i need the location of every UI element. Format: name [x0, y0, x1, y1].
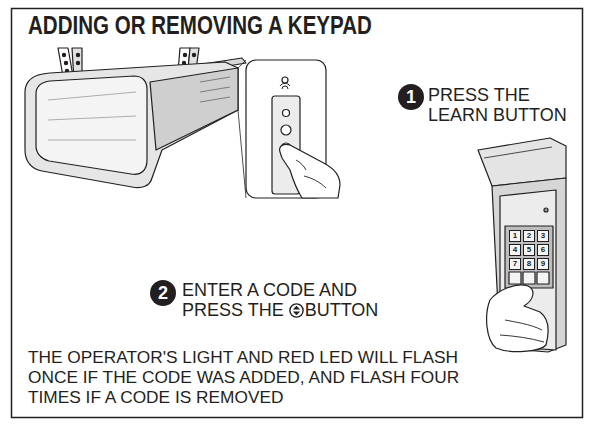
garage-door-opener [25, 48, 246, 188]
keypad-key [523, 272, 535, 284]
key-digit: 5 [524, 245, 534, 255]
frame-border [12, 9, 583, 418]
strap-hole [76, 53, 79, 56]
keypad-key: 5 [523, 244, 535, 256]
step-instruction: ENTER A CODE AND PRESS THEBUTTON [182, 280, 397, 320]
finger-crease [500, 320, 544, 342]
keypad-key: 6 [537, 244, 549, 256]
note-text: THE OPERATOR'S LIGHT AND RED LED WILL FL… [28, 347, 490, 407]
strap-hole [76, 61, 79, 64]
cover-edge [484, 147, 552, 158]
light-lens [36, 76, 147, 174]
key-digit: 3 [538, 231, 548, 241]
icon-ring [290, 304, 303, 317]
panel-button [283, 110, 290, 117]
keypad-key: 7 [509, 258, 521, 270]
diagram-title: ADDING OR REMOVING A KEYPAD [28, 10, 372, 40]
open-close-button-icon [289, 303, 304, 318]
key-digit: 6 [538, 245, 548, 255]
icon-up-arrow [293, 306, 300, 310]
strap-hole [183, 53, 186, 56]
led-indicator [282, 77, 288, 83]
opener-end-panel [150, 68, 238, 150]
keypad-key [537, 272, 549, 284]
strap-hole [192, 53, 195, 56]
step-instruction: PRESS THE LEARN BUTTON [428, 85, 578, 125]
keypad-key: 3 [537, 230, 549, 242]
key-digit: 9 [538, 259, 548, 269]
vent-lines [200, 77, 230, 102]
key-digit: 2 [524, 231, 534, 241]
keypad-key: 8 [523, 258, 535, 270]
finger-crease [296, 160, 326, 188]
callout-number: 2 [150, 280, 176, 306]
keypad-key: 4 [509, 244, 521, 256]
keypad-cover [478, 138, 566, 186]
keypad-key: 9 [537, 258, 549, 270]
pressing-hand [280, 144, 340, 198]
keypad-key: 1 [509, 230, 521, 242]
panel-button [281, 125, 291, 135]
key-digit: 1 [510, 231, 520, 241]
key-digit: 4 [510, 245, 520, 255]
keypad-key [509, 272, 521, 284]
zoom-line [238, 60, 246, 198]
step-text: PRESS THE LEARN BUTTON [428, 85, 567, 125]
opener-housing [25, 62, 238, 188]
step-text: BUTTON [305, 300, 379, 320]
antenna-icon [280, 83, 290, 89]
icon-down-arrow [293, 311, 300, 315]
pressing-hand [487, 285, 548, 352]
lens-ribs [48, 92, 136, 140]
learn-button-inset [238, 60, 340, 198]
callout-number: 1 [398, 84, 424, 110]
callout-digit: 1 [398, 84, 424, 110]
keypad-led [544, 208, 548, 212]
keypad-key: 2 [523, 230, 535, 242]
strap-hole [64, 61, 67, 64]
key-recess [505, 226, 553, 288]
callout-digit: 2 [150, 280, 176, 306]
strap-hole [62, 53, 65, 56]
key-digit: 8 [524, 259, 534, 269]
key-digit: 7 [510, 259, 520, 269]
keypad-illustration [478, 138, 566, 352]
